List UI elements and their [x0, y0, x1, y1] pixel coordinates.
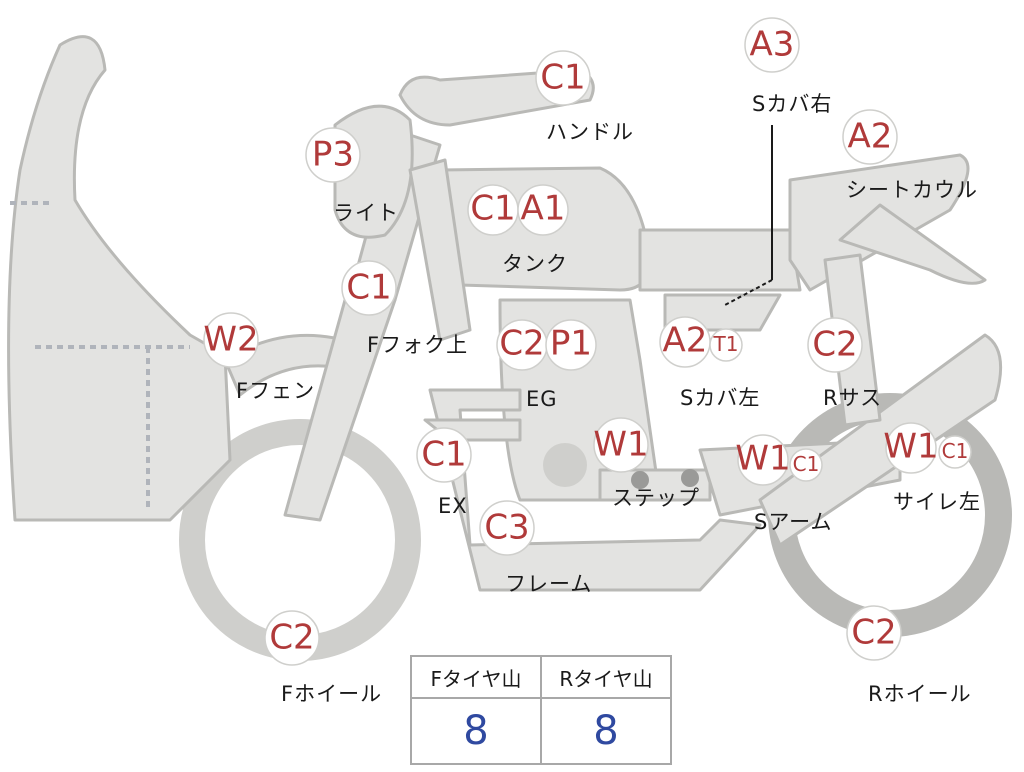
- tail-shape: [838, 203, 987, 285]
- seatcowl-label: シートカウル: [846, 178, 978, 202]
- seat-shape: [638, 228, 802, 292]
- rsus-grade-badge-0: C2: [807, 317, 863, 373]
- front-tire-header: Fタイヤ山: [410, 655, 542, 699]
- fairing-shape: [7, 35, 232, 522]
- fork-label: Fフォク上: [367, 333, 469, 357]
- scover-left-label: Sカバ左: [680, 386, 761, 410]
- engine-grade-badge-1: P1: [545, 319, 597, 371]
- light-label: ライト: [333, 201, 399, 225]
- silencer-grade-badge-1: C1: [938, 435, 972, 469]
- exhaust-label: EX: [438, 494, 468, 518]
- rsus-grade-text-0: C2: [812, 324, 857, 364]
- front-tire-value: 8: [410, 697, 542, 765]
- frame-grade-badge-0: C3: [479, 500, 535, 556]
- frame-shape: [428, 388, 762, 592]
- step-grade-text-0: W1: [593, 424, 648, 464]
- handle-label: ハンドル: [546, 120, 634, 144]
- handle-grade-badge-0: C1: [535, 50, 591, 106]
- engine-grade-badge-0: C2: [496, 319, 548, 371]
- tank-grade-text-0: C1: [470, 189, 515, 229]
- step-peg-left: [631, 471, 649, 489]
- scover-right-label: Sカバ右: [752, 92, 833, 116]
- light-grade-text-0: P3: [312, 134, 354, 174]
- tank-grade-badge-0: C1: [467, 184, 519, 236]
- ffender-label: Fフェン: [236, 379, 316, 403]
- step-peg-right: [681, 469, 699, 487]
- rsus-label: Rサス: [823, 386, 883, 410]
- scover_left-grade-badge-0: A2: [659, 316, 711, 368]
- scover_right-grade-badge-0: A3: [744, 17, 800, 73]
- fwheel-label: Fホイール: [281, 682, 383, 706]
- silencer-grade-badge-0: W1: [883, 422, 939, 474]
- engine-grade-text-1: P1: [550, 324, 592, 364]
- frame-label: フレーム: [505, 572, 593, 596]
- swingarm-grade-badge-1: C1: [789, 448, 823, 482]
- silencer-shape: [758, 333, 1003, 547]
- handle-grade-text-0: C1: [540, 57, 585, 97]
- fwheel-grade-text-0: C2: [269, 617, 314, 657]
- frame-shape-2: [408, 158, 472, 342]
- swingarm-label: Sアーム: [754, 510, 833, 534]
- fork-grade-text-0: C1: [346, 267, 391, 307]
- exhaust-grade-text-0: C1: [421, 434, 466, 474]
- ffender-grade-text-0: W2: [203, 319, 258, 359]
- step-grade-badge-0: W1: [593, 417, 649, 473]
- fork-grade-badge-0: C1: [341, 260, 397, 316]
- engine-label: EG: [526, 387, 558, 411]
- fwheel-grade-badge-0: C2: [264, 610, 320, 666]
- silencer-grade-text-1: C1: [942, 439, 969, 463]
- scover_left-grade-text-0: A2: [663, 321, 708, 361]
- engine-cover-circle: [543, 443, 587, 487]
- tank-grade-badge-1: A1: [517, 184, 569, 236]
- frame-grade-text-0: C3: [484, 507, 529, 547]
- swingarm-grade-badge-0: W1: [735, 434, 791, 486]
- swingarm-grade-text-1: C1: [793, 452, 820, 476]
- tank-label: タンク: [502, 252, 568, 276]
- seatcowl-grade-badge-0: A2: [842, 109, 898, 165]
- exhaust-grade-badge-0: C1: [416, 427, 472, 483]
- rear-tire-value: 8: [540, 697, 672, 765]
- rwheel-grade-text-0: C2: [851, 612, 896, 652]
- rwheel-label: Rホイール: [868, 682, 972, 706]
- silencer-grade-text-0: W1: [883, 427, 938, 467]
- silencer-label: サイレ左: [893, 490, 981, 514]
- tank-grade-text-1: A1: [521, 189, 566, 229]
- scover_left-grade-text-1: T1: [713, 332, 739, 356]
- scover_left-grade-badge-1: T1: [709, 328, 743, 362]
- engine-grade-text-0: C2: [499, 324, 544, 364]
- step-label: ステップ: [612, 486, 700, 510]
- rwheel-grade-badge-0: C2: [846, 605, 902, 661]
- seatcowl-grade-text-0: A2: [848, 116, 893, 156]
- scover_right-grade-text-0: A3: [750, 24, 795, 64]
- swingarm-grade-text-0: W1: [735, 439, 790, 479]
- tire-tread-table: Fタイヤ山 Rタイヤ山 8 8: [410, 655, 672, 765]
- light-grade-badge-0: P3: [305, 127, 361, 183]
- ffender-grade-badge-0: W2: [203, 312, 259, 368]
- rear-tire-header: Rタイヤ山: [540, 655, 672, 699]
